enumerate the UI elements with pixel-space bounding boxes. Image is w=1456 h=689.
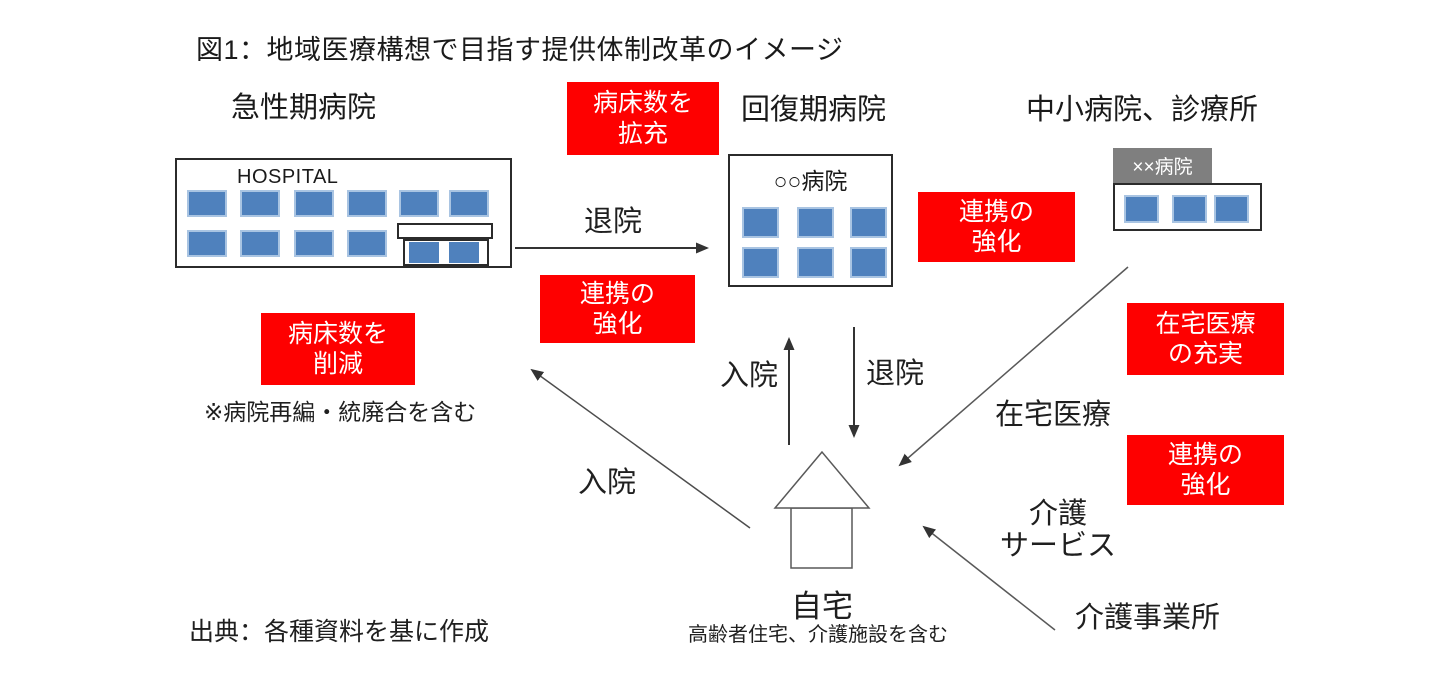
- window: [399, 190, 439, 217]
- window: [797, 207, 834, 238]
- header-small-clinics: 中小病院、診療所: [1026, 94, 1259, 126]
- admission-diagonal-arrow: [530, 368, 751, 529]
- window: [347, 230, 387, 257]
- window: [1124, 195, 1159, 223]
- window: [850, 207, 887, 238]
- window: [742, 247, 779, 278]
- window: [187, 190, 227, 217]
- door: [409, 242, 439, 263]
- home-note: 高齢者住宅、介護施設を含む: [688, 624, 948, 646]
- window: [294, 190, 334, 217]
- recovery-hospital-sign: ○○病院: [773, 168, 848, 194]
- home-house-icon: [773, 450, 871, 569]
- badge-strengthen-cooperation-home: 連携の 強化: [1127, 435, 1284, 505]
- window: [1214, 195, 1249, 223]
- home-medical-arrow: [898, 266, 1129, 467]
- badge-reduce-beds: 病床数を 削減: [261, 313, 415, 385]
- badge-expand-beds: 病床数を 拡充: [567, 82, 719, 155]
- door: [449, 242, 479, 263]
- discharge-top-label: 退院: [584, 206, 643, 238]
- home-medical-label: 在宅医療: [995, 399, 1112, 431]
- care-office-label: 介護事業所: [1075, 602, 1221, 634]
- window: [294, 230, 334, 257]
- window: [742, 207, 779, 238]
- acute-hospital-sign: HOSPITAL: [237, 166, 339, 188]
- care-service-label: 介護 サービス: [999, 498, 1116, 562]
- header-acute-hospital: 急性期病院: [231, 92, 377, 124]
- entrance-doors: [403, 239, 489, 266]
- window: [187, 230, 227, 257]
- discharge-down-label: 退院: [866, 358, 925, 390]
- acute-reorg-note: ※病院再編・統廃合を含む: [204, 399, 477, 425]
- small-hospital-building: [1113, 183, 1262, 231]
- small-hospital-sign: ××病院: [1113, 148, 1212, 183]
- window: [850, 247, 887, 278]
- source-note: 出典：各種資料を基に作成: [189, 618, 490, 646]
- window: [240, 190, 280, 217]
- badge-strengthen-cooperation-recovery: 連携の 強化: [918, 192, 1075, 262]
- figure-title: 図1：地域医療構想で目指す提供体制改革のイメージ: [196, 35, 844, 65]
- admission-diagonal-label: 入院: [578, 467, 637, 499]
- badge-enrich-home-care: 在宅医療 の充実: [1127, 303, 1284, 375]
- admission-up-label: 入院: [720, 360, 779, 392]
- window: [1172, 195, 1207, 223]
- header-recovery-hospital: 回復期病院: [741, 94, 887, 126]
- acute-hospital-building: HOSPITAL: [175, 158, 512, 268]
- window: [347, 190, 387, 217]
- entrance-canopy: [397, 223, 493, 239]
- home-label: 自宅: [791, 589, 853, 624]
- recovery-hospital-building: ○○病院: [728, 154, 893, 287]
- window: [797, 247, 834, 278]
- window: [449, 190, 489, 217]
- window: [240, 230, 280, 257]
- badge-strengthen-cooperation-mid: 連携の 強化: [540, 275, 695, 343]
